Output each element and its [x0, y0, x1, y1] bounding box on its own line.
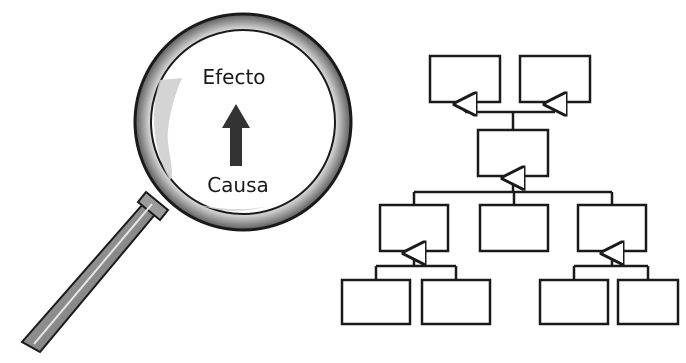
org-chart-diagram	[340, 54, 680, 326]
magnifying-glass-icon: Efecto Causa	[20, 12, 353, 354]
lens-shading	[154, 78, 182, 180]
chart-box-third-3	[576, 203, 648, 253]
chart-box-bottom-3	[538, 278, 610, 326]
magnifier-handle	[20, 190, 170, 354]
chart-box-bottom-2	[420, 278, 492, 326]
chart-box-third-1	[378, 203, 450, 253]
org-chart-connectors	[374, 104, 650, 280]
cause-label: Causa	[207, 173, 269, 197]
chart-box-middle	[476, 128, 550, 178]
effect-label: Efecto	[202, 65, 265, 89]
chart-box-top-1	[428, 54, 502, 104]
chart-box-bottom-1	[340, 278, 412, 326]
chart-box-bottom-4	[616, 278, 680, 326]
arrow-up-icon	[222, 104, 250, 166]
chart-box-top-2	[518, 54, 592, 104]
chart-box-third-2	[478, 203, 550, 253]
